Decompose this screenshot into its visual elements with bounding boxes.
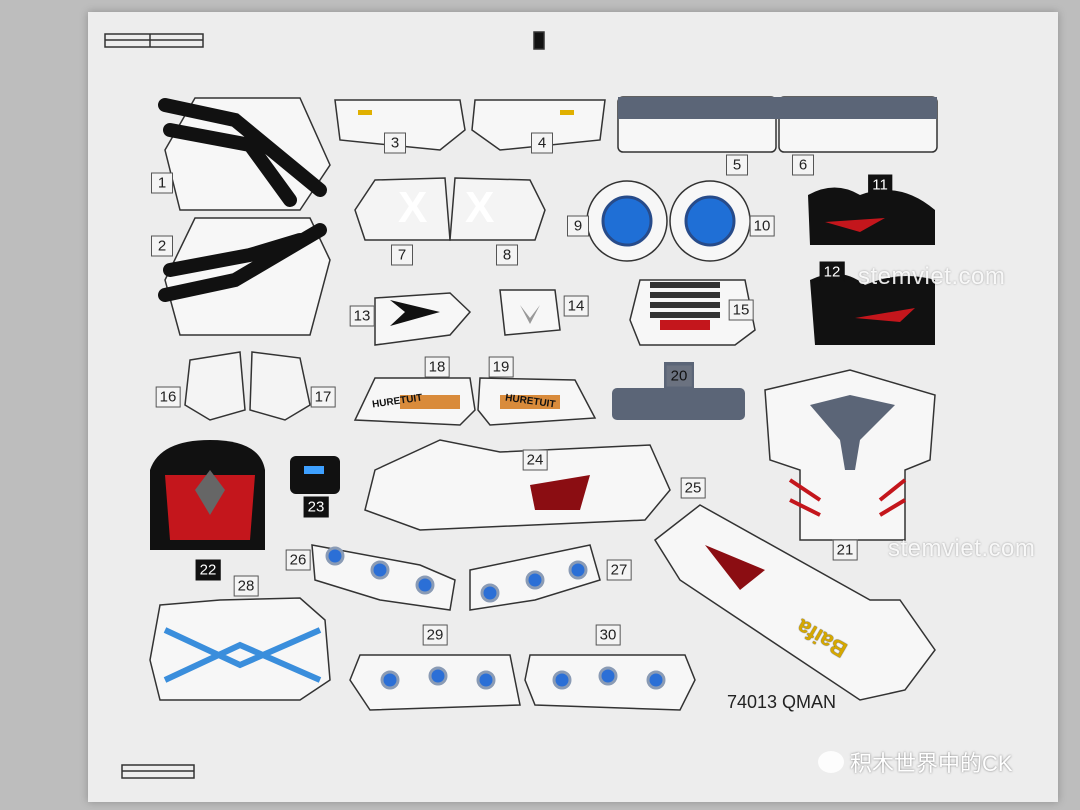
sticker-label-5: 5 [726, 154, 748, 176]
sticker-label-27: 27 [606, 559, 632, 581]
sticker-17 [249, 351, 311, 421]
decal-art: X X [150, 97, 937, 690]
sticker-16 [184, 351, 246, 421]
sticker-label-18: 18 [424, 356, 450, 378]
sticker-label-8: 8 [496, 244, 518, 266]
sticker-label-9: 9 [567, 215, 589, 237]
sticker-label-6: 6 [792, 154, 814, 176]
registration-mark-bottom [121, 764, 195, 779]
sticker-label-3: 3 [384, 132, 406, 154]
sticker-8 [449, 177, 546, 241]
svg-text:X: X [465, 183, 494, 232]
sticker-1 [164, 97, 331, 211]
sticker-label-20: 20 [666, 365, 692, 387]
sticker-label-21: 21 [832, 539, 858, 561]
cut-mark [533, 31, 545, 50]
sticker-label-2: 2 [151, 235, 173, 257]
sticker-label-24: 24 [522, 449, 548, 471]
sticker-label-14: 14 [563, 295, 589, 317]
sticker-label-13: 13 [349, 305, 375, 327]
sticker-7 [354, 177, 451, 241]
sticker-label-11: 11 [868, 174, 892, 196]
sticker-label-26: 26 [285, 549, 311, 571]
sticker-14 [499, 289, 561, 336]
sticker-label-7: 7 [391, 244, 413, 266]
sticker-label-22: 22 [195, 559, 221, 581]
sticker-label-4: 4 [531, 132, 553, 154]
watermark-site-top: stemviet.com [858, 263, 1006, 290]
sticker-label-16: 16 [155, 386, 181, 408]
sticker-label-15: 15 [728, 299, 754, 321]
svg-text:X: X [398, 183, 427, 232]
registration-mark-top [104, 33, 204, 48]
wechat-icon [818, 751, 844, 773]
watermark-site-bottom: stemviet.com [888, 535, 1036, 562]
watermark-wechat: 积木世界中的CK [818, 746, 1013, 778]
wechat-account-name: 积木世界中的CK [850, 751, 1013, 776]
sticker-label-19: 19 [488, 356, 514, 378]
sticker-label-25: 25 [680, 477, 706, 499]
sticker-label-10: 10 [749, 215, 775, 237]
sticker-label-30: 30 [595, 624, 621, 646]
sticker-label-23: 23 [303, 496, 329, 518]
sticker-13 [374, 292, 472, 346]
sticker-28 [149, 597, 331, 701]
sticker-label-29: 29 [422, 624, 448, 646]
sticker-24 [364, 439, 671, 531]
sticker-label-28: 28 [233, 575, 259, 597]
sticker-label-17: 17 [310, 386, 336, 408]
sticker-label-1: 1 [151, 172, 173, 194]
set-code: 74013 QMAN [727, 692, 837, 712]
sticker-label-12: 12 [819, 261, 845, 283]
